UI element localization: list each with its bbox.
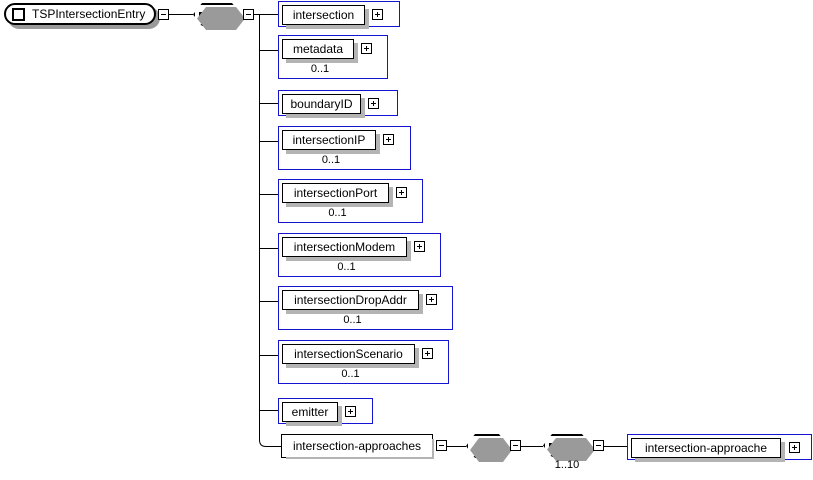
element-label: intersectionPort — [293, 186, 378, 200]
element-label-box: metadata — [282, 39, 354, 59]
branch-sequence-cardinality-label: 1..10 — [554, 459, 580, 471]
branch-line-5 — [259, 194, 278, 195]
element-node-intersectionscenario[interactable]: intersectionScenario 0..1 — [278, 340, 449, 384]
cardinality-label: 0..1 — [310, 63, 330, 75]
branch-line-9 — [259, 410, 278, 411]
cardinality-label: 0..1 — [337, 261, 356, 273]
connector-root-to-sequence — [169, 14, 193, 15]
root-sequence-expander-minus-icon[interactable] — [243, 9, 254, 20]
connector-sequence-to-trunk — [254, 14, 260, 15]
element-label-box: intersectionScenario — [282, 344, 415, 364]
element-node-boundaryid[interactable]: boundaryID — [278, 90, 398, 118]
complex-type-expander-minus-icon[interactable] — [510, 440, 521, 451]
element-label: intersectionDropAddr — [294, 293, 407, 307]
element-node-intersectionport[interactable]: intersectionPort 0..1 — [278, 179, 423, 223]
connector-approaches-to-complextype — [447, 446, 466, 447]
element-label: emitter — [291, 405, 329, 419]
expander-plus-icon[interactable] — [426, 294, 437, 305]
expander-plus-icon[interactable] — [372, 9, 383, 20]
expander-plus-icon[interactable] — [789, 442, 800, 453]
element-label: intersectionScenario — [294, 347, 403, 361]
element-label-box: intersectionIP — [282, 130, 376, 150]
branch-line-1 — [259, 14, 278, 15]
root-sequence-node[interactable] — [193, 3, 241, 26]
expander-plus-icon[interactable] — [345, 406, 356, 417]
element-node-intersection-approache[interactable]: intersection-approache — [627, 434, 812, 462]
cardinality-label: 0..1 — [321, 154, 341, 166]
branch-line-6 — [259, 248, 278, 249]
branch-line-4 — [259, 141, 278, 142]
trunk-vertical-line — [259, 14, 260, 438]
connector-complextype-to-sequence — [521, 446, 543, 447]
element-label: metadata — [292, 42, 344, 56]
root-element-node[interactable]: TSPIntersectionEntry — [4, 3, 156, 25]
expander-plus-icon[interactable] — [422, 348, 433, 359]
element-node-intersectiondropaddr[interactable]: intersectionDropAddr 0..1 — [278, 286, 453, 330]
cardinality-label: 0..1 — [328, 207, 347, 219]
element-label-box: boundaryID — [282, 94, 361, 114]
element-square-icon — [12, 7, 25, 21]
element-label: intersection-approache — [644, 441, 768, 455]
element-label-box: intersection — [282, 5, 365, 25]
element-label-box: intersectionModem — [282, 237, 407, 257]
root-element-label: TSPIntersectionEntry — [32, 6, 146, 21]
cardinality-label: 0..1 — [343, 314, 362, 326]
complex-type-shadow — [470, 438, 512, 462]
expander-plus-icon[interactable] — [368, 98, 379, 109]
element-node-intersectionmodem[interactable]: intersectionModem 0..1 — [278, 233, 441, 277]
branch-line-8 — [259, 355, 278, 356]
element-label-box: intersection-approaches — [282, 435, 432, 457]
branch-sequence-expander-minus-icon[interactable] — [593, 440, 604, 451]
element-label-box: intersectionPort — [282, 183, 389, 203]
expander-plus-icon[interactable] — [396, 187, 407, 198]
element-label: intersection-approaches — [292, 439, 422, 453]
element-label: intersection — [292, 8, 355, 22]
branch-line-3 — [259, 103, 278, 104]
element-label-box: emitter — [282, 402, 338, 422]
element-label-box: intersectionDropAddr — [282, 290, 419, 310]
element-label: boundaryID — [290, 97, 353, 111]
branch-line-2 — [259, 50, 278, 51]
intersection-approaches-expander-minus-icon[interactable] — [436, 440, 447, 451]
element-label: intersectionModem — [293, 240, 396, 254]
expander-plus-icon[interactable] — [414, 241, 425, 252]
connector-sequence-to-leaf — [604, 446, 627, 447]
element-node-emitter[interactable]: emitter — [278, 398, 373, 426]
root-sequence-shadow — [197, 7, 245, 30]
branch-line-7 — [259, 301, 278, 302]
complex-type-node[interactable] — [466, 434, 508, 458]
element-node-metadata[interactable]: metadata 0..1 — [278, 35, 388, 79]
expander-plus-icon[interactable] — [383, 134, 394, 145]
element-node-intersectionip[interactable]: intersectionIP 0..1 — [278, 126, 411, 170]
element-label-box: intersection-approache — [631, 438, 781, 458]
cardinality-label: 0..1 — [341, 368, 360, 380]
root-expander-minus-icon[interactable] — [158, 9, 169, 20]
element-node-intersection-approaches[interactable]: intersection-approaches — [281, 434, 434, 459]
branch-line-10 — [277, 446, 281, 447]
branch-sequence-shadow — [547, 438, 595, 461]
trunk-bottom-elbow — [259, 432, 279, 447]
branch-sequence-node[interactable] — [543, 434, 591, 457]
element-node-intersection[interactable]: intersection — [278, 1, 400, 29]
expander-plus-icon[interactable] — [361, 43, 372, 54]
element-label: intersectionIP — [292, 133, 366, 147]
